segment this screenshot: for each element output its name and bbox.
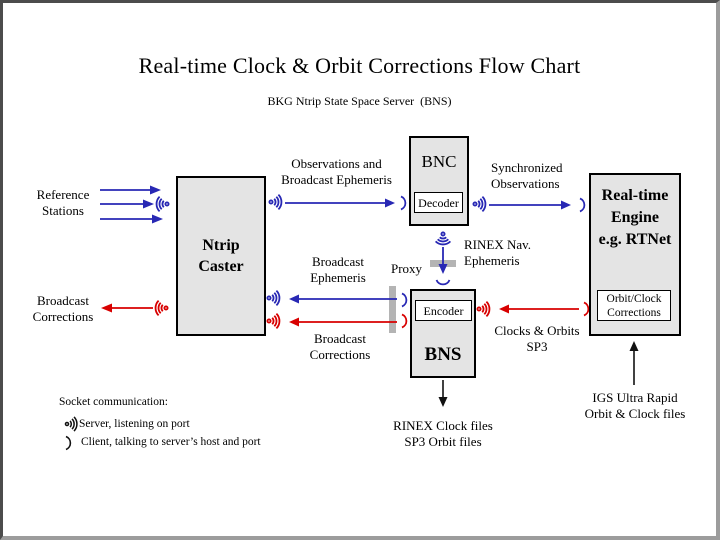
server-socket-icon xyxy=(266,289,281,307)
arrowhead xyxy=(385,198,395,208)
arrowhead xyxy=(629,341,639,351)
bns-label: BNS xyxy=(424,344,462,365)
encoder-label: Encoder xyxy=(423,303,464,318)
encoder-box: Encoder xyxy=(415,300,472,321)
legend-server-label: Server, listening on port xyxy=(79,418,190,430)
arrowhead xyxy=(289,294,299,304)
ntrip-caster-box: Ntrip Caster xyxy=(176,176,266,336)
synchronized-observations-label: Synchronized Observations xyxy=(491,160,563,191)
client-socket-icon xyxy=(435,279,451,286)
arrowhead xyxy=(499,304,509,314)
broadcast-corrections-left-label: Broadcast Corrections xyxy=(32,293,94,324)
orbit-clock-corrections-label: Orbit/Clock Corrections xyxy=(606,292,662,319)
server-socket-icon xyxy=(266,312,281,330)
bnc-label: BNC xyxy=(421,152,457,171)
page-subtitle: BKG Ntrip State Space Server (BNS) xyxy=(267,94,452,108)
reference-stations-arrows xyxy=(100,185,163,224)
legend-title: Socket communication: xyxy=(59,396,168,408)
arrowhead xyxy=(438,397,448,407)
proxy-bar-vertical xyxy=(389,286,396,333)
client-socket-icon xyxy=(65,435,72,451)
clocks-orbits-sp3-label: Clocks & Orbits SP3 xyxy=(494,323,580,354)
legend-client-label: Client, talking to server’s host and por… xyxy=(81,436,261,448)
broadcast-corrections-mid-label: Broadcast Corrections xyxy=(309,331,371,362)
page-title: Real-time Clock & Orbit Corrections Flow… xyxy=(138,53,581,78)
reference-stations-label: Reference Stations xyxy=(36,187,90,218)
client-socket-icon xyxy=(400,195,407,211)
proxy-label: Proxy xyxy=(391,261,423,276)
client-socket-icon xyxy=(579,197,586,213)
arrowhead xyxy=(438,264,448,274)
server-socket-icon xyxy=(434,231,452,246)
server-socket-icon xyxy=(268,193,283,211)
proxy-bar-horizontal xyxy=(430,260,456,267)
decoder-label: Decoder xyxy=(418,195,459,210)
igs-ultra-rapid-label: IGS Ultra Rapid Orbit & Clock files xyxy=(584,390,686,421)
orbit-clock-corrections-box: Orbit/Clock Corrections xyxy=(597,290,671,321)
arrowhead xyxy=(561,200,571,210)
broadcast-ephemeris-label: Broadcast Ephemeris xyxy=(310,254,366,285)
server-socket-icon xyxy=(64,416,78,432)
decoder-box: Decoder xyxy=(414,192,463,213)
rinex-clock-files-label: RINEX Clock files SP3 Orbit files xyxy=(393,418,493,449)
ntrip-caster-label: Ntrip Caster xyxy=(198,237,244,275)
client-socket-icon xyxy=(401,313,408,329)
rinex-nav-ephemeris-label: RINEX Nav. Ephemeris xyxy=(464,237,532,268)
server-socket-icon xyxy=(472,195,487,213)
client-socket-icon xyxy=(401,292,408,308)
client-socket-icon xyxy=(583,301,590,317)
arrowhead xyxy=(289,317,299,327)
server-socket-icon xyxy=(155,195,170,213)
server-socket-icon xyxy=(154,299,169,317)
server-socket-icon xyxy=(476,300,491,318)
observations-broadcast-ephemeris-label: Observations and Broadcast Ephemeris xyxy=(281,156,392,187)
realtime-engine-label: Real-time Engine e.g. RTNet xyxy=(598,187,672,248)
